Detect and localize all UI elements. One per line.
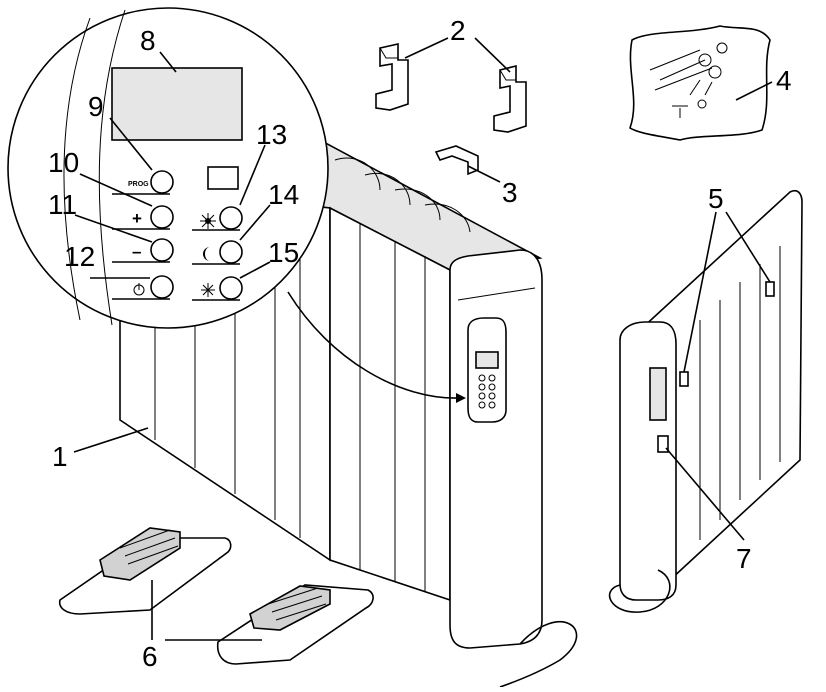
control-panel-zoom: PROG + –: [7, 7, 329, 329]
leader-13: [239, 144, 266, 206]
minus-button-label: –: [132, 242, 141, 261]
power-button[interactable]: [112, 275, 174, 300]
foot-left: [58, 527, 232, 615]
leader-11: [74, 214, 153, 243]
label-12: 12: [64, 241, 95, 272]
snowflake-icon: [201, 283, 215, 297]
heater-mini-buttons: [478, 374, 496, 409]
heater-mini-display: [475, 351, 499, 369]
leader-9: [109, 117, 153, 171]
zoom-callout-arrow: [456, 393, 466, 403]
mounting-hole-right: [765, 281, 775, 297]
leader-1: [73, 427, 149, 453]
prog-button[interactable]: PROG: [112, 170, 174, 195]
label-10: 10: [48, 147, 79, 178]
power-icon: [133, 283, 145, 296]
eco-button[interactable]: [192, 240, 243, 265]
leader-5b: [725, 211, 771, 283]
label-8: 8: [140, 25, 156, 56]
label-9: 9: [88, 91, 104, 122]
rear-fin-lines: [699, 246, 781, 540]
leader-14: [239, 204, 271, 241]
screw-bag: [629, 25, 773, 141]
wall-brackets: [375, 37, 527, 133]
label-1: 1: [52, 441, 68, 472]
plus-button[interactable]: +: [112, 205, 174, 230]
moon-icon: [203, 247, 210, 261]
small-bracket: [434, 145, 501, 183]
rear-power-cord: [608, 569, 671, 613]
label-6: 6: [142, 641, 158, 672]
rear-panel: [639, 189, 803, 592]
label-5: 5: [708, 183, 724, 214]
label-2: 2: [450, 15, 466, 46]
foot-right: [216, 584, 374, 665]
zoom-callout-line: [287, 291, 461, 399]
label-4: 4: [776, 65, 792, 96]
heater-control-panel: [467, 317, 507, 423]
plus-button-label: +: [132, 209, 142, 228]
mounting-hole-left: [679, 371, 689, 387]
heater-feet: [58, 527, 374, 665]
heater-rear-view: [608, 189, 803, 613]
heater-end-cap: [449, 249, 543, 649]
screw-bag-outline: [629, 25, 771, 141]
antifrost-button[interactable]: [192, 276, 243, 301]
wall-bracket-right: [493, 64, 527, 133]
wall-bracket-right-lip: [499, 69, 516, 81]
label-13: 13: [256, 119, 287, 150]
minus-button[interactable]: –: [112, 238, 174, 263]
heater-front-mid: [329, 206, 451, 602]
rear-display-recess: [649, 367, 667, 421]
label-14: 14: [268, 179, 299, 210]
prog-button-label: PROG: [128, 181, 149, 188]
label-15: 15: [268, 237, 299, 268]
leader-5a: [683, 211, 717, 373]
zoom-circle: [7, 7, 329, 329]
leader-15: [239, 261, 271, 279]
display-screen: [111, 67, 243, 141]
small-bracket-part: [434, 145, 479, 176]
rear-switch[interactable]: [657, 435, 669, 453]
comfort-button[interactable]: [192, 206, 243, 231]
wall-bracket-left: [375, 43, 409, 111]
label-11: 11: [48, 189, 77, 220]
screws: [649, 42, 728, 118]
wall-bracket-left-lip: [379, 47, 398, 59]
heater-fins-top: [334, 157, 471, 233]
leader-7: [665, 447, 745, 541]
heater-cap-seam: [457, 287, 536, 301]
leader-10: [79, 173, 153, 207]
indicator-window: [207, 166, 239, 190]
leader-2b: [474, 37, 511, 73]
leader-2a: [404, 37, 449, 59]
leader-3: [467, 165, 501, 183]
power-cord: [499, 621, 578, 688]
leader-4: [735, 81, 773, 101]
sun-icon: [200, 213, 216, 229]
label-7: 7: [736, 543, 752, 574]
leader-8: [159, 51, 177, 73]
label-3: 3: [502, 177, 518, 208]
rear-end-cap: [619, 321, 677, 601]
